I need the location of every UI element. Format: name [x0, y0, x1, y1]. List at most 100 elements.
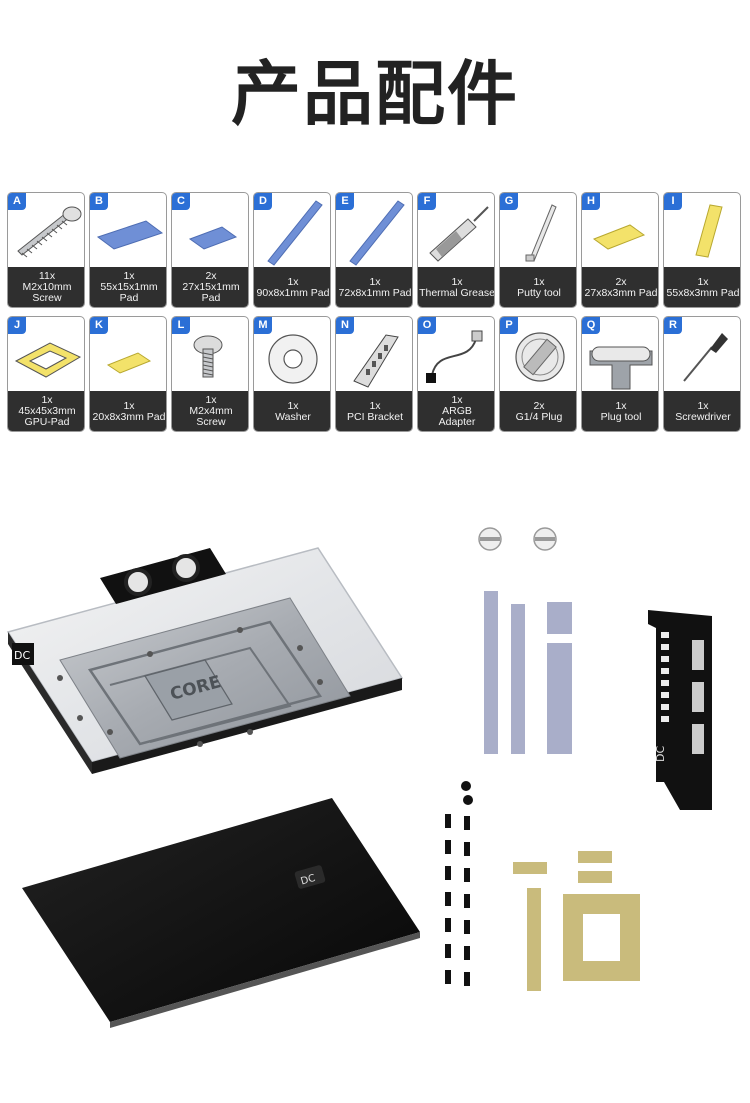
accessory-image	[429, 206, 489, 262]
accessory-image	[96, 220, 164, 250]
accessory-card-o: O 1x ARGB Adapter	[417, 316, 495, 432]
item-letter-badge: M	[254, 317, 272, 334]
item-caption: 1x 72x8x1mm Pad	[336, 267, 412, 307]
item-spec-2: GPU-Pad	[24, 416, 70, 428]
item-spec: ARGB	[442, 405, 472, 417]
accessory-image	[193, 335, 223, 378]
item-letter-badge: R	[664, 317, 682, 334]
accessory-row: J 1x 45x45x3mm GPU-Pad K 1x 20x8x3mm Pad…	[7, 316, 743, 432]
accessory-card-c: C 2x 27x15x1mm Pad	[171, 192, 249, 308]
thermal-strip-icon	[267, 200, 323, 266]
item-letter-badge: D	[254, 193, 272, 210]
item-quantity: 1x	[615, 399, 627, 412]
accessory-card-g: G 1x Putty tool	[499, 192, 577, 308]
item-spec: Screwdriver	[675, 410, 731, 423]
plug-tool-icon	[589, 346, 653, 390]
item-quantity: 2x	[533, 399, 545, 412]
accessory-image	[426, 330, 483, 383]
item-spec: 27x8x3mm Pad	[584, 286, 658, 299]
accessory-image	[349, 200, 405, 266]
item-quantity: 1x	[41, 394, 53, 406]
port-fitting	[124, 568, 152, 596]
accessory-card-i: I 1x 55x8x3mm Pad	[663, 192, 741, 308]
accessory-card-k: K 1x 20x8x3mm Pad	[89, 316, 167, 432]
item-spec: 90x8x1mm Pad	[256, 286, 330, 299]
item-caption: 1x 90x8x1mm Pad	[254, 267, 330, 307]
item-caption: 1x Putty tool	[500, 267, 576, 307]
svg-text:DC: DC	[14, 649, 30, 662]
item-letter-badge: C	[172, 193, 190, 210]
accessory-card-m: M 1x Washer	[253, 316, 331, 432]
item-letter-badge: N	[336, 317, 354, 334]
item-letter-badge: F	[418, 193, 436, 210]
accessory-card-b: B 1x 55x15x1mm Pad	[89, 192, 167, 308]
accessory-card-d: D 1x 90x8x1mm Pad	[253, 192, 331, 308]
item-spec: PCI Bracket	[346, 410, 404, 423]
item-spec: Plug tool	[600, 410, 642, 423]
syringe-icon	[429, 206, 489, 262]
item-caption: 1x Thermal Grease	[418, 267, 494, 307]
svg-text:DC: DC	[654, 746, 667, 762]
item-spec-2: Screw	[196, 416, 226, 428]
item-letter-badge: P	[500, 317, 518, 334]
accessory-image	[267, 200, 323, 266]
item-quantity: 1x	[533, 275, 545, 288]
item-quantity: 1x	[205, 394, 217, 406]
pci-bracket: DC	[648, 610, 712, 810]
item-spec: 27x15x1mm	[182, 281, 240, 293]
pci-bracket-icon	[353, 334, 399, 388]
putty-tool-icon	[525, 204, 557, 262]
item-quantity: 1x	[123, 270, 135, 282]
item-quantity: 1x	[451, 394, 463, 406]
item-letter-badge: B	[90, 193, 108, 210]
item-letter-badge: E	[336, 193, 354, 210]
item-caption: 1x 20x8x3mm Pad	[90, 391, 166, 431]
item-letter-badge: K	[90, 317, 108, 334]
accessory-image	[106, 352, 152, 374]
svg-text:DC: DC	[300, 873, 317, 888]
accessory-image	[515, 332, 565, 382]
item-letter-badge: A	[8, 193, 26, 210]
washer-icon	[268, 334, 318, 384]
item-quantity: 2x	[205, 270, 217, 282]
item-letter-badge: J	[8, 317, 26, 334]
argb-adapter-icon	[426, 330, 483, 383]
accessory-card-j: J 1x 45x45x3mm GPU-Pad	[7, 316, 85, 432]
thermal-strip-icon	[349, 200, 405, 266]
accessory-image	[695, 204, 723, 258]
item-letter-badge: H	[582, 193, 600, 210]
item-quantity: 1x	[287, 399, 299, 412]
screw-icon	[17, 206, 82, 258]
item-spec-2: Pad	[119, 292, 139, 304]
item-quantity: 2x	[615, 275, 627, 288]
item-quantity: 1x	[369, 399, 381, 412]
backplate: DC	[22, 798, 420, 1028]
accessory-card-f: F 1x Thermal Grease	[417, 192, 495, 308]
g14-plugs	[478, 527, 557, 551]
thermal-pad-icon	[96, 220, 164, 250]
screw-set	[445, 781, 473, 986]
brand-mark	[12, 643, 34, 665]
accessory-image	[592, 224, 646, 250]
thermal-strips	[484, 591, 572, 754]
item-letter-badge: O	[418, 317, 436, 334]
item-letter-badge: Q	[582, 317, 600, 334]
accessory-card-p: P 2x G1/4 Plug	[499, 316, 577, 432]
item-caption: 1x ARGB Adapter	[418, 391, 494, 431]
accessory-card-l: L 1x M2x4mm Screw	[171, 316, 249, 432]
page-title: 产品配件	[231, 53, 519, 135]
item-spec: 55x15x1mm	[100, 281, 158, 293]
item-spec-2: Screw	[32, 292, 62, 304]
screwdriver-icon	[683, 333, 728, 382]
plug-icon	[515, 332, 565, 382]
screw-icon	[193, 335, 223, 378]
accessory-image	[188, 226, 238, 250]
item-caption: 1x Plug tool	[582, 391, 658, 431]
accessory-image	[353, 334, 399, 388]
item-letter-badge: G	[500, 193, 518, 210]
item-caption: 1x Washer	[254, 391, 330, 431]
product-scene: CORE DC DC	[6, 527, 712, 1028]
item-quantity: 1x	[451, 275, 463, 288]
accessory-card-e: E 1x 72x8x1mm Pad	[335, 192, 413, 308]
water-block: CORE DC	[6, 547, 404, 774]
